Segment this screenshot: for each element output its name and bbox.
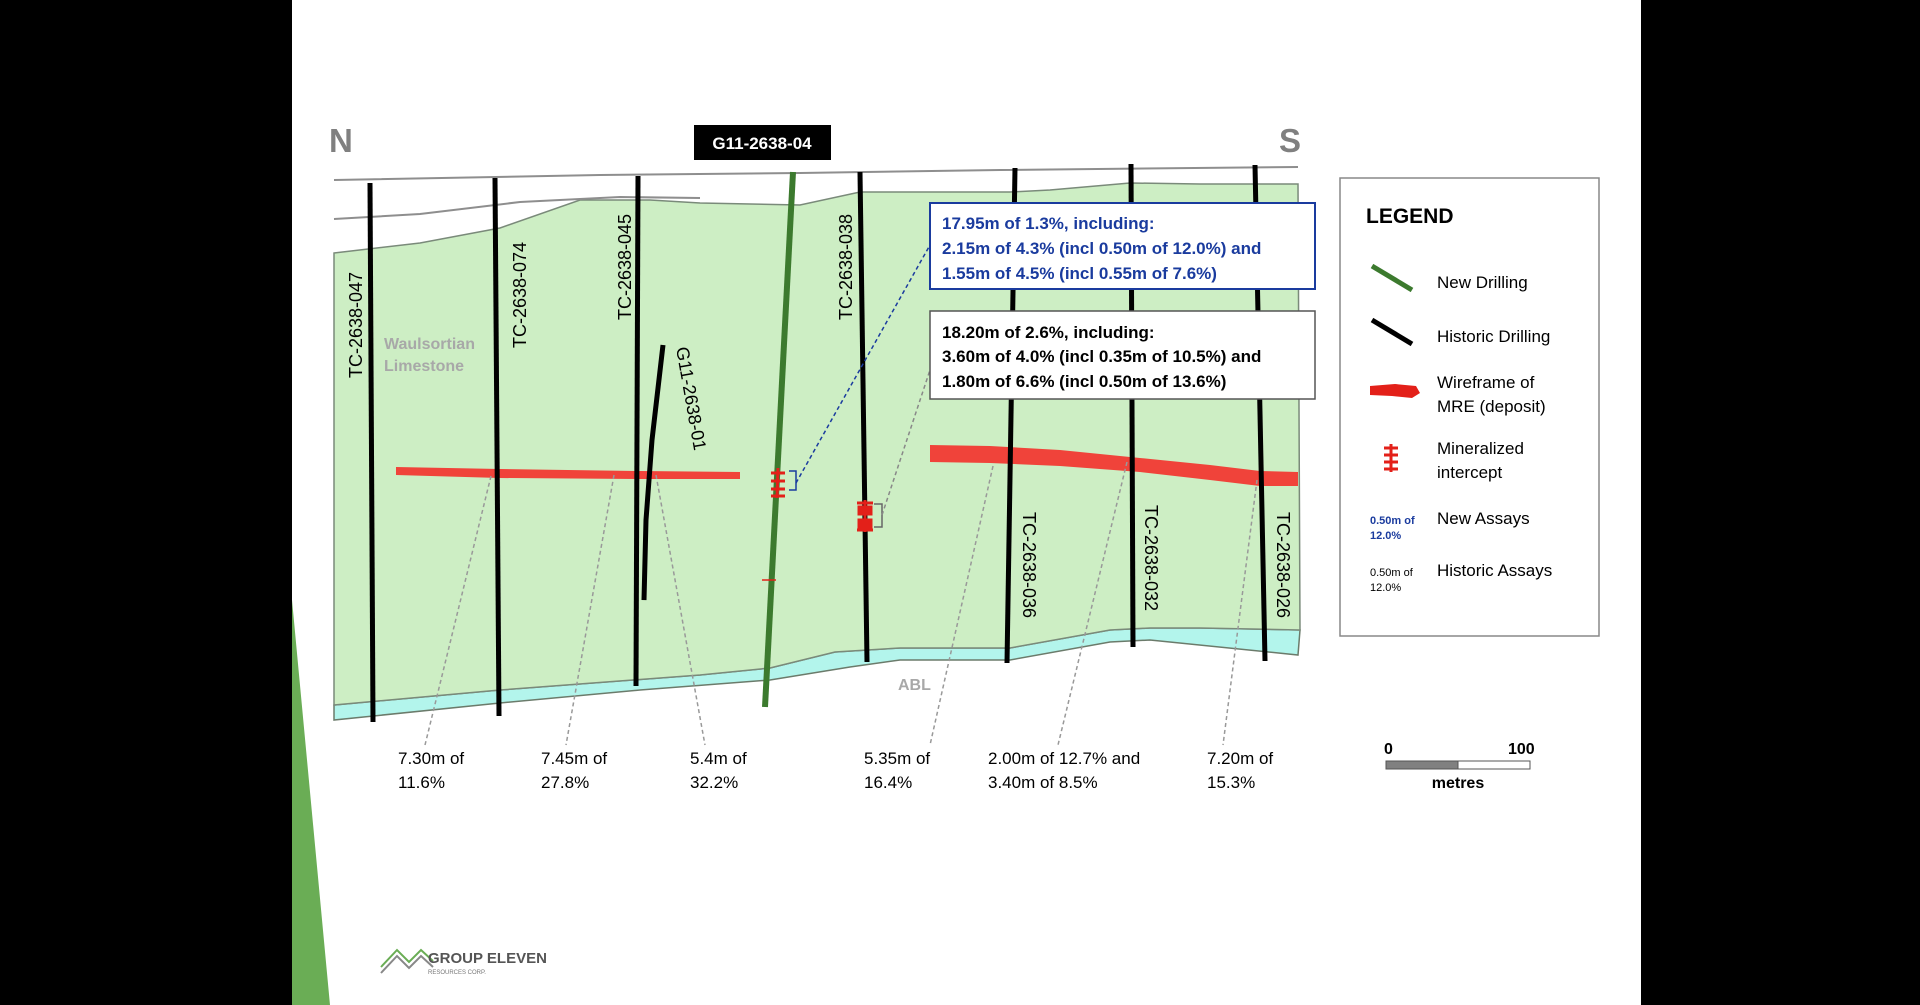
assay-label: 11.6% — [398, 773, 445, 792]
label-tc-2638-038: TC-2638-038 — [836, 214, 856, 320]
drillhole-g11-2638-01 — [641, 344, 666, 601]
drillhole-tc-2638-047 — [367, 182, 376, 723]
label-tc-2638-047: TC-2638-047 — [346, 272, 366, 378]
legend-historic-assays-sample-1: 0.50m of — [1370, 567, 1414, 579]
mineralized-intercept-new — [771, 467, 785, 499]
legend-title: LEGEND — [1366, 205, 1454, 228]
intercept-bracket-historic — [874, 503, 883, 528]
label-tc-2638-036: TC-2638-036 — [1019, 512, 1039, 618]
scale-max: 100 — [1508, 741, 1535, 758]
abl-label: ABL — [898, 677, 931, 694]
assay-label: 3.40m of 8.5% — [988, 773, 1098, 792]
assay-label: 5.4m of — [690, 749, 747, 768]
new-hole-tag: G11-2638-04 — [712, 134, 812, 153]
waulsortian-label: Waulsortian — [384, 336, 475, 353]
assay-label: 32.2% — [690, 773, 738, 792]
legend-new-drilling-label: New Drilling — [1437, 273, 1528, 292]
legend-intercept-label-2: intercept — [1437, 463, 1502, 482]
label-tc-2638-074: TC-2638-074 — [510, 242, 530, 348]
leader-new-callout — [795, 244, 931, 484]
topography-line-upper — [333, 166, 1299, 181]
north-label: N — [329, 122, 353, 159]
intercept-bracket-new — [789, 470, 797, 491]
drillhole-g11-2638-04 — [762, 171, 796, 708]
drillhole-tc-2638-038 — [857, 171, 870, 663]
south-label: S — [1279, 122, 1301, 159]
label-tc-2638-032: TC-2638-032 — [1141, 505, 1161, 611]
callout-new-line2: 2.15m of 4.3% (incl 0.50m of 12.0%) and — [942, 239, 1261, 258]
legend-wireframe-label-2: MRE (deposit) — [1437, 397, 1546, 416]
mineralized-intercept-historic — [857, 500, 873, 532]
legend-historic-drilling-label: Historic Drilling — [1437, 327, 1550, 346]
scale-unit: metres — [1432, 775, 1485, 792]
legend-historic-assays-sample-2: 12.0% — [1370, 582, 1401, 594]
legend-historic-assays-label: Historic Assays — [1437, 561, 1552, 580]
legend-box — [1339, 177, 1600, 637]
callout-historic-line1: 18.20m of 2.6%, including: — [942, 323, 1155, 342]
label-tc-2638-045: TC-2638-045 — [615, 214, 635, 320]
limestone-label: Limestone — [384, 358, 464, 375]
legend-intercept-swatch — [1384, 444, 1398, 472]
logo-subtext: RESOURCES CORP. — [428, 970, 486, 976]
legend-new-drilling-swatch — [1370, 263, 1414, 293]
drillhole-tc-2638-074 — [492, 177, 502, 717]
callout-new-assays: 17.95m of 1.3%, including: 2.15m of 4.3%… — [929, 202, 1316, 290]
scale-bar: 0 100 metres — [1384, 741, 1535, 792]
legend-new-assays-sample-2: 12.0% — [1370, 530, 1401, 542]
assay-labels: 7.30m of 11.6% 7.45m of 27.8% 5.4m of 32… — [398, 749, 1273, 792]
callout-historic-line3: 1.80m of 6.6% (incl 0.50m of 13.6%) — [942, 372, 1226, 391]
assay-label: 16.4% — [864, 773, 912, 792]
new-hole-tag-box — [694, 125, 831, 160]
assay-leader-lines — [424, 461, 1258, 746]
callout-historic-line2: 3.60m of 4.0% (incl 0.35m of 10.5%) and — [942, 347, 1261, 366]
deposit-wireframe-north — [396, 467, 740, 479]
logo-name: GROUP ELEVEN — [428, 950, 547, 967]
leader-historic-callout — [881, 369, 931, 516]
scale-min: 0 — [1384, 741, 1393, 758]
assay-label: 7.20m of — [1207, 749, 1273, 768]
legend-historic-drilling-swatch — [1370, 317, 1414, 347]
topography-line-lower — [333, 195, 701, 220]
callout-new-line1: 17.95m of 1.3%, including: — [942, 214, 1155, 233]
legend-new-assays-label: New Assays — [1437, 509, 1530, 528]
deposit-wireframe-south — [930, 445, 1298, 486]
assay-label: 15.3% — [1207, 773, 1255, 792]
assay-label: 5.35m of — [864, 749, 930, 768]
group-eleven-logo: GROUP ELEVEN RESOURCES CORP. — [380, 948, 547, 976]
left-green-accent — [292, 600, 330, 1005]
legend-new-assays-sample-1: 0.50m of — [1370, 515, 1415, 527]
legend-intercept-label-1: Mineralized — [1437, 439, 1524, 458]
assay-label: 27.8% — [541, 773, 589, 792]
assay-label: 2.00m of 12.7% and — [988, 749, 1140, 768]
callout-historic-assays: 18.20m of 2.6%, including: 3.60m of 4.0%… — [929, 310, 1316, 400]
legend-wireframe-label-1: Wireframe of — [1437, 373, 1535, 392]
assay-label: 7.30m of — [398, 749, 464, 768]
assay-label: 7.45m of — [541, 749, 607, 768]
callout-new-line3: 1.55m of 4.5% (incl 0.55m of 7.6%) — [942, 264, 1217, 283]
legend: LEGEND New Drilling Historic Drilling Wi… — [1339, 177, 1600, 637]
legend-wireframe-swatch — [1370, 384, 1420, 398]
label-tc-2638-026: TC-2638-026 — [1273, 512, 1293, 618]
drillhole-tc-2638-045 — [633, 175, 641, 687]
